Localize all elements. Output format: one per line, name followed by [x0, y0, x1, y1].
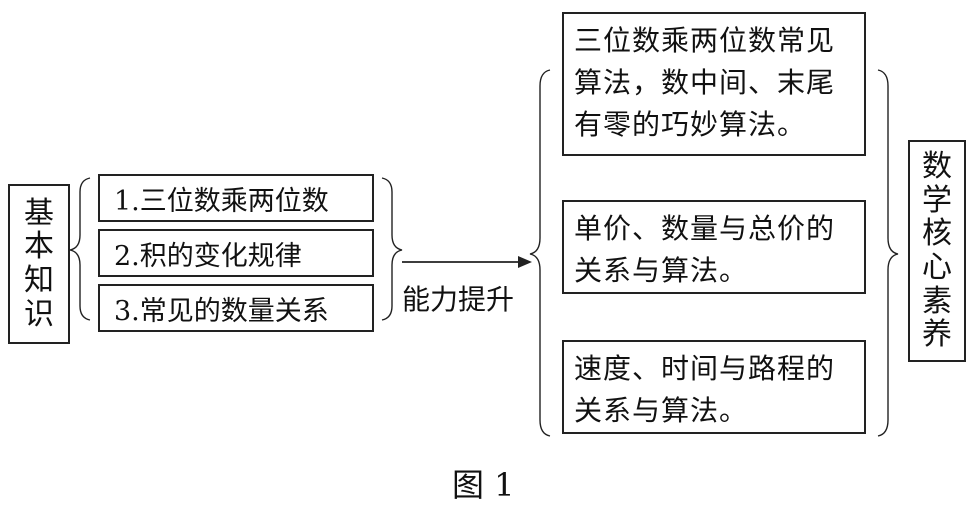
- arrow-label: 能力提升: [402, 283, 515, 316]
- ability-box-3: 速度、时间与路程的关系与算法。: [562, 340, 866, 434]
- core-literacy-label: 数学核心素养: [922, 149, 952, 353]
- ability-box-1: 三位数乘两位数常见算法，数中间、末尾有零的巧妙算法。: [562, 12, 866, 156]
- ability-text: 速度、时间与路程的关系与算法。: [574, 352, 836, 427]
- knowledge-item-text: 1.三位数乘两位数: [114, 185, 329, 217]
- knowledge-item-1: 1.三位数乘两位数: [98, 174, 374, 222]
- basic-knowledge-box: 基本知识: [8, 184, 70, 344]
- ability-text: 单价、数量与总价的关系与算法。: [574, 212, 836, 287]
- ability-text: 三位数乘两位数常见算法，数中间、末尾有零的巧妙算法。: [574, 24, 836, 141]
- figure-caption: 图 1: [452, 466, 515, 504]
- knowledge-item-2: 2.积的变化规律: [98, 229, 374, 277]
- basic-knowledge-label: 基本知识: [24, 195, 54, 332]
- core-literacy-box: 数学核心素养: [908, 140, 966, 362]
- left-brace-open: [69, 177, 91, 321]
- right-brace-open: [529, 69, 551, 437]
- knowledge-item-text: 2.积的变化规律: [114, 240, 302, 272]
- right-brace-close: [877, 69, 899, 437]
- ability-box-2: 单价、数量与总价的关系与算法。: [562, 200, 866, 294]
- arrow-head: [518, 256, 532, 268]
- knowledge-item-3: 3.常见的数量关系: [98, 284, 374, 332]
- knowledge-item-text: 3.常见的数量关系: [114, 295, 329, 327]
- left-brace-close: [381, 177, 403, 321]
